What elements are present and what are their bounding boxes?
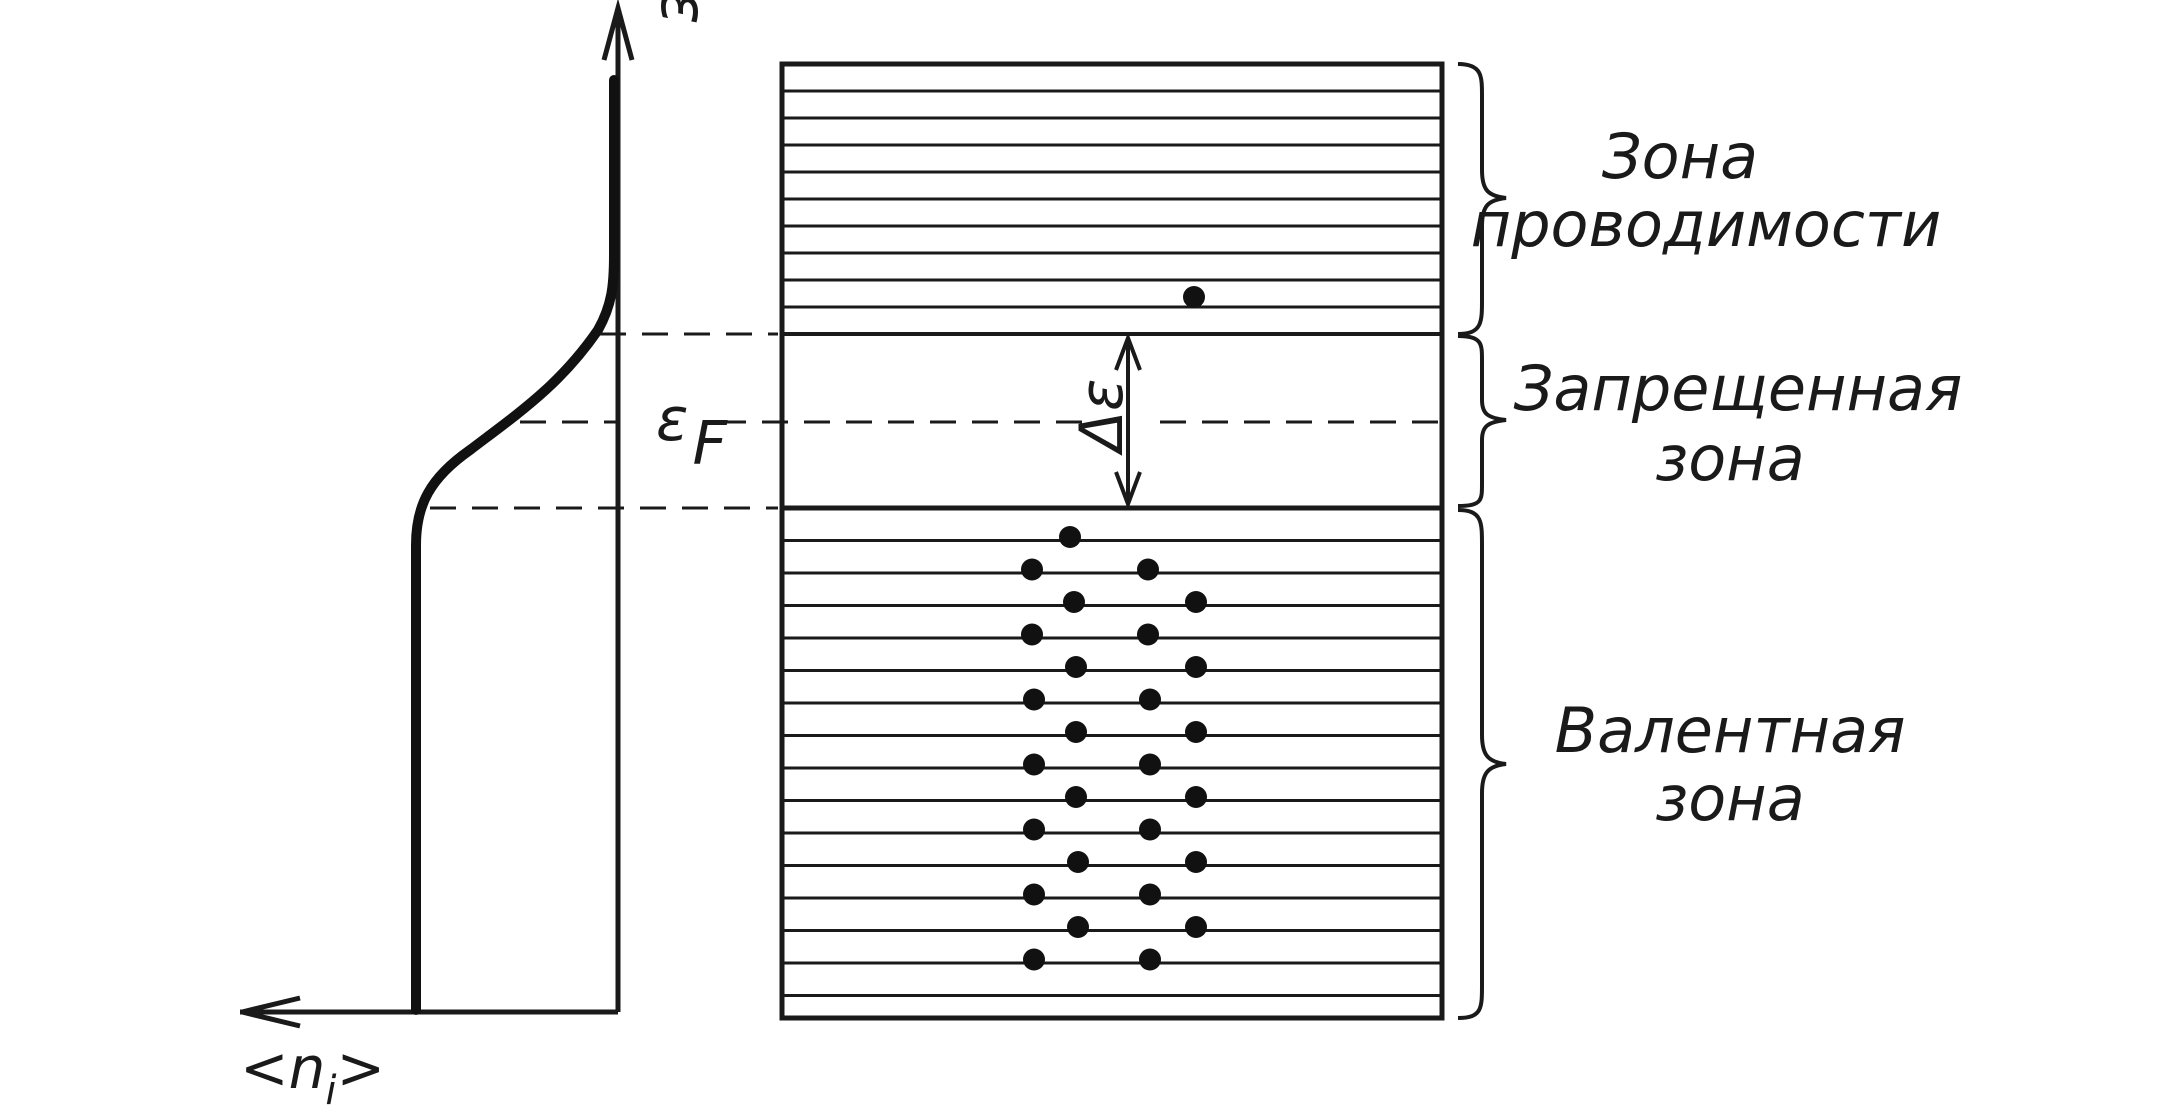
electron (1063, 591, 1085, 613)
occupation-axis-label: <ni> (240, 1034, 385, 1105)
electron (1139, 883, 1161, 906)
energy-axis-arrowhead (601, 0, 635, 61)
valence-band-brace (1457, 508, 1507, 1020)
fermi-distribution-curve (411, 75, 619, 1015)
conduction-band-label-line1: Зона (1602, 120, 1758, 193)
fermi-label-main: ε (656, 385, 688, 455)
electron (1183, 286, 1205, 308)
conduction-band-brace (1457, 62, 1507, 336)
electron (1021, 623, 1043, 646)
electron (1137, 558, 1159, 581)
conduction-band-label-line2: проводимости (1471, 188, 1942, 261)
braces (1457, 62, 1507, 1020)
valence-band-levels (782, 539, 1442, 997)
energy-axis-label: ε (646, 0, 720, 25)
electron (1185, 786, 1207, 808)
electron (1065, 786, 1087, 808)
fermi-level-label: εF (656, 385, 728, 479)
electron (1139, 753, 1161, 776)
band-gap-arrow (1114, 332, 1142, 510)
electron (1185, 916, 1207, 938)
occupation-label-close: > (336, 1034, 385, 1102)
electron (1185, 656, 1207, 678)
electron (1023, 948, 1045, 971)
electron (1067, 916, 1089, 938)
electron (1185, 591, 1207, 613)
electron (1023, 883, 1045, 906)
occupation-label-main: <n (240, 1034, 325, 1102)
occupation-axis-arrowhead (241, 995, 301, 1029)
electron (1185, 851, 1207, 873)
band-gap-label: Δε (1067, 379, 1137, 456)
valence-band-label-line2: зона (1655, 762, 1804, 835)
conduction-band-levels (782, 89, 1442, 309)
fermi-label-subscript: F (692, 409, 728, 479)
electron (1065, 721, 1087, 743)
electron (1059, 526, 1081, 548)
valence-band-label-line1: Валентная (1555, 694, 1906, 767)
electron (1185, 721, 1207, 743)
electron (1139, 818, 1161, 841)
electron (1139, 948, 1161, 971)
forbidden-band-brace (1457, 334, 1507, 508)
electron (1023, 753, 1045, 776)
occupation-label-subscript: i (325, 1068, 336, 1105)
electrons (1021, 286, 1207, 971)
band-gap-arrowhead-bottom (1114, 471, 1142, 510)
forbidden-band-label-line2: зона (1655, 422, 1804, 495)
occupation-axis (240, 995, 618, 1029)
electron (1067, 851, 1089, 873)
forbidden-band-label-line1: Запрещенная (1514, 352, 1963, 425)
band-block (779, 61, 1445, 1021)
electron (1021, 558, 1043, 581)
band-gap-arrowhead-top (1114, 332, 1142, 371)
electron (1065, 656, 1087, 678)
electron (1023, 818, 1045, 841)
electron (1137, 623, 1159, 646)
dashed-guides (430, 332, 1440, 510)
electron (1023, 688, 1045, 711)
electron (1139, 688, 1161, 711)
